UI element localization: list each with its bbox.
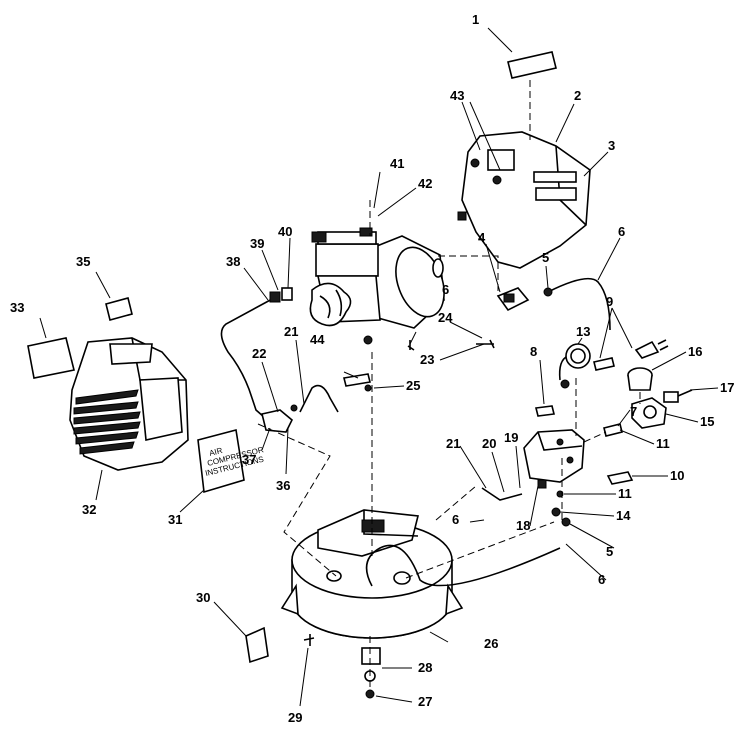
callout-29: 29 (288, 710, 302, 725)
callout-11: 11 (656, 436, 670, 451)
part-44-bracket (343, 373, 371, 387)
callout-8: 8 (530, 344, 537, 359)
part-23-screw (476, 339, 495, 349)
callout-24: 24 (438, 310, 453, 325)
callout-35: 35 (76, 254, 90, 269)
part-30-label (245, 626, 269, 664)
callout-42: 42 (418, 176, 432, 191)
callout-33: 33 (10, 300, 24, 315)
callout-5: 5 (606, 544, 613, 559)
assembly-lines (257, 80, 641, 690)
callout-37: 37 (242, 452, 256, 467)
callout-16: 16 (688, 344, 702, 359)
motor-pump-assembly (309, 227, 445, 345)
callout-6: 6 (598, 572, 605, 587)
part-32-cover (69, 337, 189, 471)
callout-15: 15 (700, 414, 714, 429)
callout-41: 41 (390, 156, 404, 171)
callout-21: 21 (284, 324, 298, 339)
callout-6: 6 (618, 224, 625, 239)
callout-20: 20 (482, 436, 496, 451)
callout-22: 22 (252, 346, 266, 361)
part-13-gauge (558, 343, 591, 389)
callout-9: 9 (606, 294, 613, 309)
part-25-washer (364, 384, 372, 392)
callout-40: 40 (278, 224, 292, 239)
part-18-fitting (537, 479, 547, 489)
callout-44: 44 (310, 332, 325, 347)
part-7-pressure-switch (523, 429, 585, 483)
callout-31: 31 (168, 512, 182, 527)
callout-21: 21 (446, 436, 460, 451)
callout-11: 11 (618, 486, 632, 501)
callout-39: 39 (250, 236, 264, 251)
instruction-label-line-1: AIR (208, 446, 223, 458)
callout-10: 10 (670, 468, 684, 483)
part-15-regulator (631, 389, 693, 429)
leader-lines (39, 27, 719, 707)
part-17-coupler (663, 391, 679, 403)
part-11-fitting (603, 423, 623, 437)
part-43-fastener (492, 175, 502, 185)
callout-18: 18 (516, 518, 530, 533)
callout-7: 7 (630, 404, 637, 419)
part-29-screw (303, 634, 315, 646)
callout-17: 17 (720, 380, 734, 395)
callout-2: 2 (574, 88, 581, 103)
part-6-tube-lower (365, 544, 561, 587)
part-38-outlet-tube (220, 297, 275, 425)
part-20-21-hose (481, 487, 523, 501)
part-35-label (105, 297, 133, 321)
callout-28: 28 (418, 660, 432, 675)
callout-32: 32 (82, 502, 96, 517)
callout-23: 23 (420, 352, 434, 367)
part-24-screw (407, 340, 415, 351)
callout-26: 26 (484, 636, 498, 651)
part-33-label (27, 337, 75, 379)
part-10-fitting (606, 471, 634, 485)
callout-27: 27 (418, 694, 432, 709)
callout-13: 13 (576, 324, 590, 339)
callout-38: 38 (226, 254, 240, 269)
callout-43: 43 (450, 88, 464, 103)
part-22-check-valve (261, 404, 298, 433)
callout-numbers: 1 2 3 4 5 5 6 6 6 6 7 8 9 10 11 11 13 14… (10, 12, 734, 725)
part-2-shroud (457, 131, 591, 269)
part-28-drain-fitting (361, 647, 381, 665)
part-21-tube (299, 384, 339, 413)
callout-4: 4 (478, 230, 486, 245)
part-31-instruction-label: AIR COMPRESSOR INSTRUCTIONS (197, 429, 265, 494)
part-9-power-cord (593, 339, 669, 371)
part-5-fitting (543, 287, 553, 297)
callout-14: 14 (616, 508, 631, 523)
callout-19: 19 (504, 430, 518, 445)
callout-5: 5 (542, 250, 549, 265)
part-40-fitting (281, 287, 293, 301)
part-26-air-tank (280, 509, 464, 699)
callout-25: 25 (406, 378, 420, 393)
callout-6: 6 (452, 512, 459, 527)
callout-6: 6 (442, 282, 449, 297)
part-39-fitting (269, 291, 281, 303)
callout-36: 36 (276, 478, 290, 493)
part-5-fitting (561, 517, 571, 527)
part-4-bracket (496, 287, 530, 312)
part-16-regulator-knob (627, 367, 653, 391)
part-1-label (507, 51, 557, 79)
part-14-nut (551, 507, 561, 517)
part-6-tube-upper (547, 277, 611, 331)
part-27-drain-valve (365, 689, 375, 699)
part-43-fastener (470, 158, 480, 168)
callout-1: 1 (472, 12, 479, 27)
callout-3: 3 (608, 138, 615, 153)
callout-30: 30 (196, 590, 210, 605)
part-8-label (535, 405, 555, 417)
